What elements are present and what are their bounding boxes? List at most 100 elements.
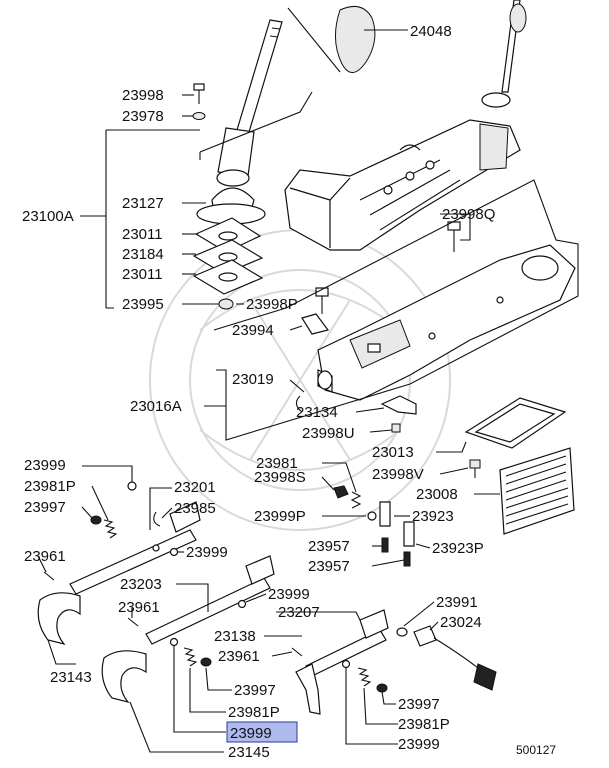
label-23008[interactable]: 23008 xyxy=(416,486,458,503)
bolt-23998U[interactable] xyxy=(391,423,401,433)
gasket-23013[interactable] xyxy=(464,397,567,449)
label-23923P[interactable]: 23923P xyxy=(432,540,484,557)
callout-labels: 24048 23998 23978 23100A 23127 23011 231… xyxy=(22,23,556,761)
ball-23999-hl[interactable] xyxy=(169,637,179,647)
label-23995[interactable]: 23995 xyxy=(122,296,164,313)
label-23997-top-left[interactable]: 23997 xyxy=(24,499,66,516)
label-23999-highlighted[interactable]: 23999 xyxy=(230,725,272,742)
label-23127[interactable]: 23127 xyxy=(122,195,164,212)
pin-23923[interactable] xyxy=(379,501,391,527)
spring-23981[interactable] xyxy=(350,491,362,509)
label-23991[interactable]: 23991 xyxy=(436,594,478,611)
label-23016A[interactable]: 23016A xyxy=(130,398,182,415)
label-24048[interactable]: 24048 xyxy=(410,23,452,40)
label-23981[interactable]: 23981 xyxy=(256,455,298,472)
label-23998V[interactable]: 23998V xyxy=(372,466,424,483)
boot-plate-23011-top[interactable] xyxy=(194,217,262,253)
gasket-23991[interactable] xyxy=(396,627,408,637)
label-23998U[interactable]: 23998U xyxy=(302,425,355,442)
gasket-23184[interactable] xyxy=(192,239,264,275)
ball-23999-rail[interactable] xyxy=(127,481,137,491)
label-23997-c[interactable]: 23997 xyxy=(398,696,440,713)
fork-23143[interactable] xyxy=(37,592,81,646)
label-23957-b[interactable]: 23957 xyxy=(308,558,350,575)
label-23998Q[interactable]: 23998Q xyxy=(442,206,495,223)
shift-rail-23201[interactable] xyxy=(69,501,201,595)
label-23999P[interactable]: 23999P xyxy=(254,508,306,525)
label-23201[interactable]: 23201 xyxy=(174,479,216,496)
label-23138[interactable]: 23138 xyxy=(214,628,256,645)
label-23011-top[interactable]: 23011 xyxy=(122,226,163,243)
label-23011-bottom[interactable]: 23011 xyxy=(122,266,163,283)
spring-23981P-c[interactable] xyxy=(357,667,372,687)
label-23999-top-left[interactable]: 23999 xyxy=(24,457,66,474)
label-23998P[interactable]: 23998P xyxy=(246,296,298,313)
label-23203[interactable]: 23203 xyxy=(120,576,162,593)
clip-23985[interactable] xyxy=(153,511,161,527)
highlight-box xyxy=(226,721,298,743)
pin-23961-b[interactable] xyxy=(127,617,139,627)
label-23957-a[interactable]: 23957 xyxy=(308,538,350,555)
spring-pin-23957-a[interactable] xyxy=(381,537,389,553)
shift-lever-23127[interactable] xyxy=(196,19,283,225)
label-23013[interactable]: 23013 xyxy=(372,444,414,461)
label-23024[interactable]: 23024 xyxy=(440,614,482,631)
label-23981P-top-left[interactable]: 23981P xyxy=(24,478,76,495)
spring-23981P-b[interactable] xyxy=(183,647,198,667)
label-23998[interactable]: 23998 xyxy=(122,87,164,104)
label-23998S[interactable]: 23998S xyxy=(254,469,306,486)
label-23184[interactable]: 23184 xyxy=(122,246,164,263)
label-23923[interactable]: 23923 xyxy=(412,508,454,525)
label-23978[interactable]: 23978 xyxy=(122,108,164,125)
spring-pin-23957-b[interactable] xyxy=(403,551,411,567)
plug-23997-rail[interactable] xyxy=(90,515,102,525)
fork-23138[interactable] xyxy=(295,663,321,715)
spring-23981P-rail[interactable] xyxy=(103,519,118,539)
label-23145[interactable]: 23145 xyxy=(228,744,270,761)
label-23100A[interactable]: 23100A xyxy=(22,208,74,225)
bolt-23998[interactable] xyxy=(193,83,205,104)
label-23985[interactable]: 23985 xyxy=(174,500,216,517)
plug-23998S[interactable] xyxy=(333,485,349,499)
label-23961-a[interactable]: 23961 xyxy=(24,548,66,565)
switch-23024[interactable] xyxy=(413,625,497,691)
label-23961-b[interactable]: 23961 xyxy=(118,599,160,616)
plug-23997-c[interactable] xyxy=(376,683,388,693)
label-23981P-c[interactable]: 23981P xyxy=(398,716,450,733)
diagram-id: 500127 xyxy=(516,743,556,757)
label-23134[interactable]: 23134 xyxy=(296,404,338,421)
ball-23999P[interactable] xyxy=(367,511,377,521)
label-23999-rail2[interactable]: 23999 xyxy=(268,586,310,603)
plate-23994[interactable] xyxy=(301,313,330,335)
label-23999-mid[interactable]: 23999 xyxy=(186,544,228,561)
label-23961-c[interactable]: 23961 xyxy=(218,648,260,665)
ball-23999-mid[interactable] xyxy=(169,547,179,557)
label-23994[interactable]: 23994 xyxy=(232,322,274,339)
label-23019[interactable]: 23019 xyxy=(232,371,274,388)
bolt-23998Q[interactable] xyxy=(447,221,461,252)
label-23999-bottom-right[interactable]: 23999 xyxy=(398,736,440,753)
ball-23999-rail3[interactable] xyxy=(341,659,351,669)
pin-23961-c[interactable] xyxy=(291,647,303,657)
label-23997-b[interactable]: 23997 xyxy=(234,682,276,699)
transmission-assembly[interactable] xyxy=(284,0,527,251)
ball-23999-rail2[interactable] xyxy=(237,599,247,609)
washer-23978[interactable] xyxy=(192,112,206,120)
bolt-23998V[interactable] xyxy=(469,459,481,478)
plug-23997-b[interactable] xyxy=(200,657,212,667)
shift-knob-24048[interactable] xyxy=(335,5,376,73)
label-23207[interactable]: 23207 xyxy=(278,604,320,621)
extension-case-23016A[interactable] xyxy=(317,244,576,401)
fork-23145[interactable] xyxy=(101,650,147,704)
bracket-23134[interactable] xyxy=(380,395,417,415)
label-23143[interactable]: 23143 xyxy=(50,669,92,686)
label-23981P-b[interactable]: 23981P xyxy=(228,704,280,721)
cover-23008[interactable] xyxy=(499,447,575,535)
boot-plate-23011-bottom[interactable] xyxy=(192,259,264,295)
nut-23995[interactable] xyxy=(218,298,234,310)
pin-23961-a[interactable] xyxy=(43,571,55,581)
pin-23923P[interactable] xyxy=(403,521,415,547)
clip-23019[interactable] xyxy=(295,395,303,413)
